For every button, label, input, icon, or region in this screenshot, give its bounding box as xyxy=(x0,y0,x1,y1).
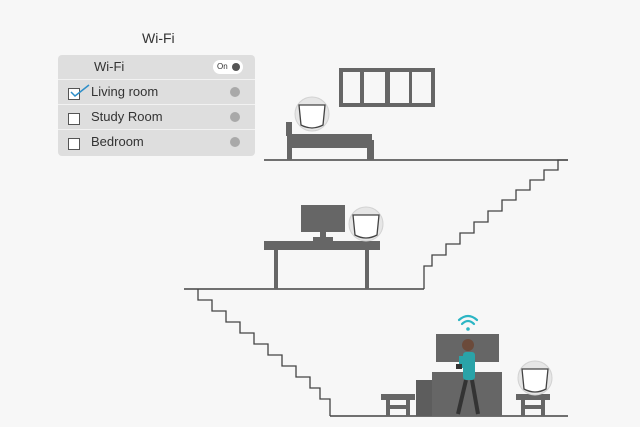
router-icon xyxy=(294,96,330,132)
room-row-bedroom[interactable]: Bedroom xyxy=(58,130,255,154)
study-room-checkbox[interactable] xyxy=(68,113,80,125)
room-label: Study Room xyxy=(91,109,163,124)
check-mark-icon xyxy=(70,84,90,98)
window-title: Wi-Fi xyxy=(142,30,175,46)
person-illustration xyxy=(456,339,480,415)
upper-staircase xyxy=(423,159,568,289)
divider xyxy=(58,129,255,130)
room-label: Living room xyxy=(91,84,159,99)
divider xyxy=(58,104,255,105)
wifi-header-row: Wi-Fi On xyxy=(58,55,255,79)
toggle-knob xyxy=(232,63,240,71)
wifi-panel: Wi-Fi On Living room Study Room Bedroom xyxy=(58,55,255,156)
status-dot xyxy=(230,87,240,97)
wifi-label: Wi-Fi xyxy=(94,59,125,74)
status-dot xyxy=(230,137,240,147)
bedroom-checkbox[interactable] xyxy=(68,138,80,150)
window-illustration xyxy=(339,68,435,107)
lower-staircase xyxy=(197,289,331,416)
status-dot xyxy=(230,112,240,122)
room-label: Bedroom xyxy=(91,134,144,149)
sofa-illustration xyxy=(416,334,502,416)
side-table-illustration xyxy=(381,394,415,416)
bed-illustration xyxy=(286,122,374,160)
desk-illustration xyxy=(264,205,380,289)
toggle-label: On xyxy=(217,62,228,71)
router-icon xyxy=(348,206,384,242)
room-row-study-room[interactable]: Study Room xyxy=(58,105,255,129)
wifi-signal-icon xyxy=(457,314,479,331)
router-icon xyxy=(517,360,553,396)
side-table-illustration xyxy=(516,394,550,416)
divider xyxy=(58,79,255,80)
wifi-toggle[interactable]: On xyxy=(213,60,243,74)
room-row-living-room[interactable]: Living room xyxy=(58,80,255,104)
